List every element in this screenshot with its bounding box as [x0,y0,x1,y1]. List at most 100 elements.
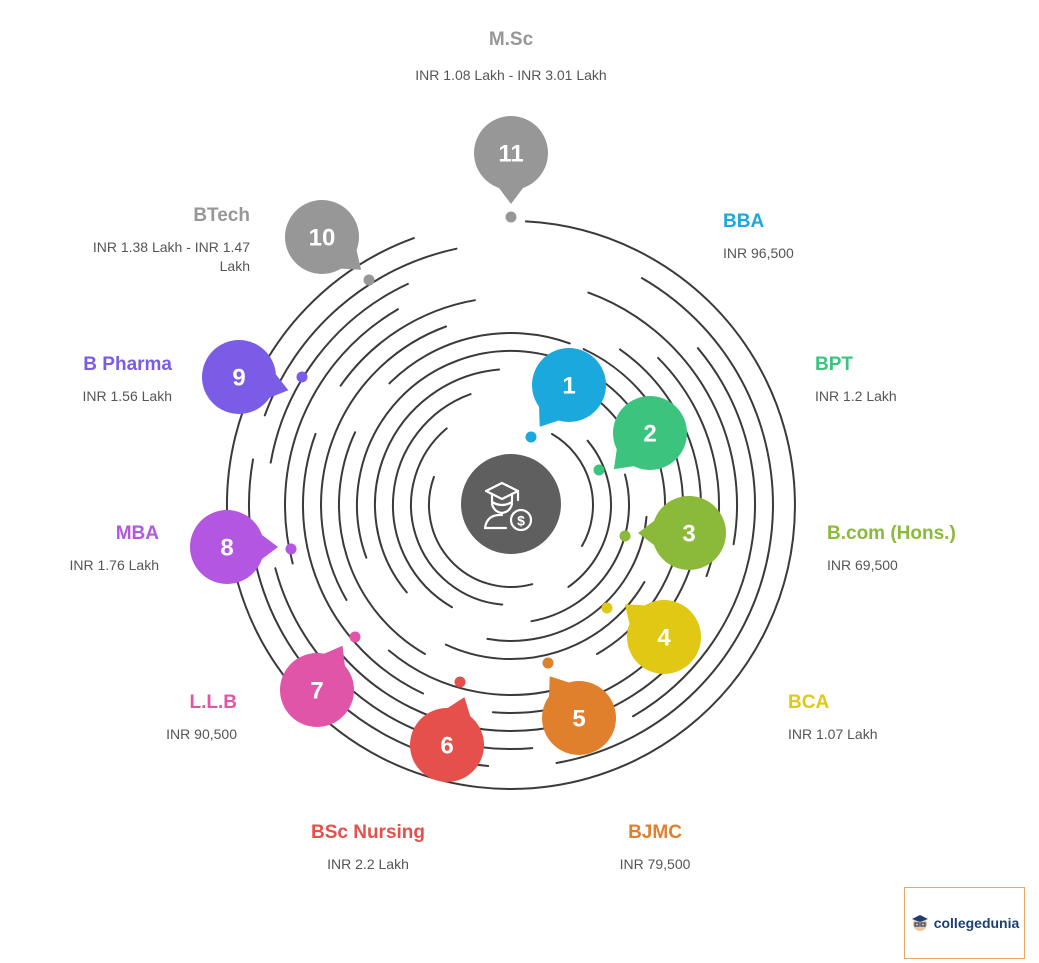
badge-number: 6 [440,733,453,760]
badge-3: 3 [638,496,726,570]
badge-number: 10 [309,225,336,252]
course-name: MBA [115,523,159,544]
ring-2-arc-2 [410,427,504,606]
label-course-10: BTech INR 1.38 Lakh - INR 1.47 Lakh [60,205,250,276]
ring-6-arc-2 [337,431,426,655]
badge-number: 11 [498,141,523,168]
badge-number: 4 [657,625,671,652]
course-name: BTech [193,205,250,226]
ring-4-arc-2 [373,368,501,594]
badge-number: 7 [310,678,323,705]
ring-10-arc-2 [274,567,534,751]
ring-3-arc-2 [391,393,472,609]
ring-2-arc-1 [567,439,612,588]
course-name: BBA [723,211,765,232]
center-hub: $ [461,454,561,554]
course-name: B.com (Hons.) [827,523,956,544]
ring-12-arc-1 [225,220,796,790]
course-fee: INR 1.08 Lakh - INR 3.01 Lakh [415,67,607,83]
ring-7-arc-1 [619,348,702,629]
badge-circle [542,681,616,755]
marker-dot-1 [525,431,537,443]
course-fee: INR 90,500 [166,726,237,742]
ring-10-arc-3 [269,282,409,464]
ring-9-arc-1 [587,291,739,546]
badge-circle [285,200,359,274]
ring-5-arc-3 [356,350,539,559]
course-fee: INR 2.2 Lakh [327,856,409,872]
ring-markers [285,211,631,688]
marker-dot-2 [593,464,605,476]
label-course-8: MBA INR 1.76 Lakh [20,523,160,575]
badge-number: 1 [562,373,575,400]
label-course-9: B Pharma INR 1.56 Lakh [20,354,173,406]
label-course-1: BBA INR 96,500 [723,211,794,263]
marker-dot-8 [285,543,297,555]
badge-number: 8 [220,535,233,562]
badge-4: 4 [624,600,701,674]
badge-2: 2 [613,396,687,470]
label-course-2: BPT INR 1.2 Lakh [815,354,897,406]
badge-7: 7 [280,645,354,727]
badge-5: 5 [542,676,616,755]
course-name: BPT [815,354,853,375]
marker-dot-6 [454,676,466,688]
marker-dot-4 [601,602,613,614]
course-name: BSc Nursing [310,822,426,843]
course-fee: INR 1.56 Lakh [82,388,173,404]
ring-4-arc-1 [486,515,648,642]
ring-9-arc-2 [336,649,686,732]
dollar-icon: $ [517,513,525,529]
badge-10: 10 [285,200,362,274]
ring-7-arc-3 [320,325,447,601]
marker-dot-3 [619,530,631,542]
badge-circle [474,116,548,190]
badge-1: 1 [532,348,606,427]
label-course-3: B.com (Hons.) INR 69,500 [827,523,956,575]
course-fee: INR 1.07 Lakh [788,726,878,742]
marker-dot-9 [296,371,308,383]
badge-9: 9 [202,340,289,414]
badge-circle [627,600,701,674]
ring-8-arc-4 [339,299,476,387]
course-name: BCA [788,692,830,713]
badge-6: 6 [410,697,484,782]
badge-11: 11 [474,116,548,204]
marker-dot-7 [349,631,361,643]
ring-3-arc-1 [530,473,630,623]
label-course-7: L.L.B INR 90,500 [90,692,237,744]
label-course-5: BJMC INR 79,500 [575,822,735,874]
ring-11-arc-1 [555,277,774,764]
ring-8-arc-3 [301,432,425,695]
logo-text: collegedunia [933,915,1020,931]
course-fee: INR 1.2 Lakh [815,388,897,404]
ring-10-arc-1 [632,347,756,718]
badge-number: 3 [682,521,695,548]
badge-circle [410,708,484,782]
badge-circle [280,653,354,727]
badge-number: 2 [643,421,656,448]
badge-circle [613,396,687,470]
course-fee: INR 96,500 [723,245,794,261]
label-course-4: BCA INR 1.07 Lakh [788,692,878,744]
badge-number: 5 [572,706,585,733]
badge-circle [532,348,606,422]
marker-dot-10 [363,274,375,286]
ring-1-arc-1 [551,433,594,547]
label-course-6: BSc Nursing INR 2.2 Lakh [268,822,468,874]
badge-8: 8 [190,510,278,584]
marker-dot-11 [505,211,517,223]
ring-1-arc-2 [427,476,534,588]
badge-circle [190,510,264,584]
course-name: B Pharma [83,354,172,375]
marker-dot-5 [542,657,554,669]
course-fee: INR 1.76 Lakh [69,557,160,573]
course-fee: INR 79,500 [619,856,691,872]
course-name: L.L.B [189,692,238,713]
course-name: BJMC [628,822,682,843]
badge-circle [202,340,276,414]
collegedunia-logo[interactable]: collegedunia [904,887,1025,959]
graduate-money-icon [483,481,533,532]
number-badges: 1 2 3 4 5 6 7 8 9 10 11 [190,116,726,782]
